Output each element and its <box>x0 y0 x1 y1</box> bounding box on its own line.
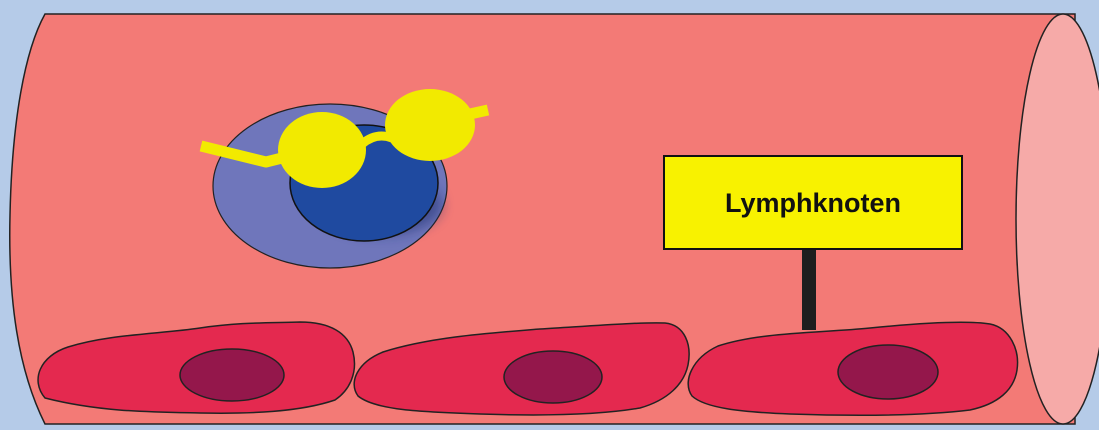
sign-label: Lymphknoten <box>725 188 901 218</box>
cell-nucleus <box>838 345 938 399</box>
cell-nucleus <box>504 351 602 403</box>
signpost-pole <box>802 248 816 330</box>
glasses-right-temple <box>470 110 488 114</box>
glasses-left-lens <box>278 112 366 188</box>
glasses-right-lens <box>385 89 475 161</box>
cell-nucleus <box>180 349 284 401</box>
